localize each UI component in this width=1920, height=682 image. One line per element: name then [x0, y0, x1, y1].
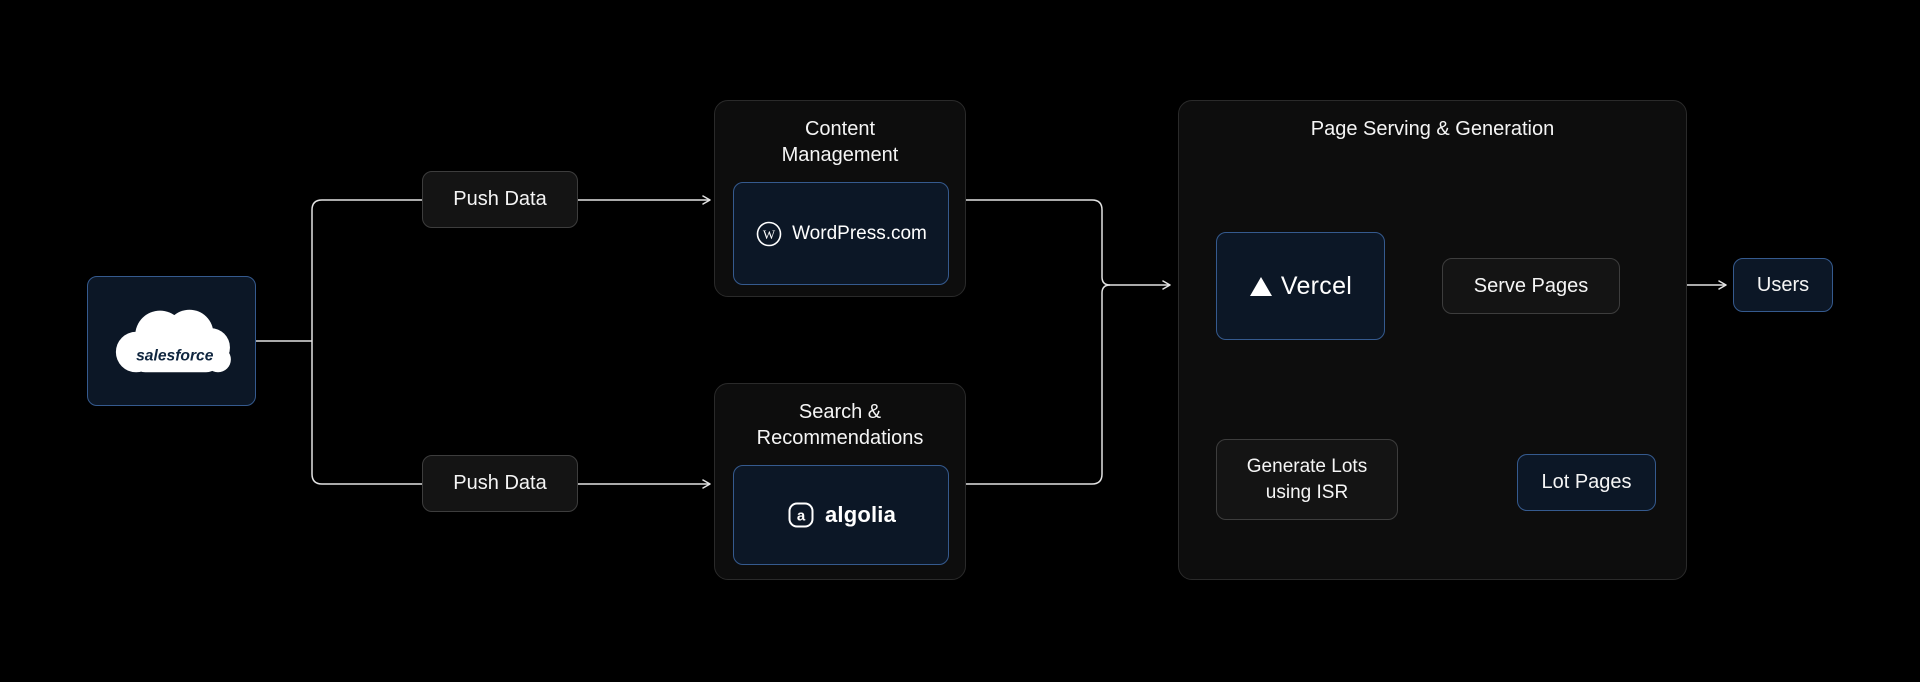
- edge-content-management-out: [966, 199, 1111, 286]
- push-data-bottom-label: Push Data: [453, 472, 547, 494]
- edge-search-out: [966, 284, 1111, 485]
- edge-salesforce-to-push-top: [311, 199, 422, 341]
- push-data-top-label: Push Data: [453, 188, 547, 210]
- wordpress-label: WordPress.com: [792, 222, 927, 244]
- lot-pages-node: Lot Pages: [1517, 454, 1656, 511]
- algolia-icon: a: [788, 502, 814, 528]
- search-recommendations-title: Search & Recommendations: [756, 401, 924, 449]
- users-label: Users: [1756, 273, 1810, 296]
- push-data-top-node: Push Data: [422, 171, 578, 228]
- algolia-node: a algolia: [733, 465, 949, 565]
- svg-text:W: W: [763, 227, 776, 242]
- page-serving-title: Page Serving & Generation: [1310, 118, 1555, 140]
- salesforce-cloud-icon: salesforce: [115, 309, 231, 373]
- page-serving-group: Page Serving & Generation Vercel Serve P…: [1178, 100, 1687, 580]
- lot-pages-label: Lot Pages: [1541, 471, 1632, 493]
- content-management-group: Content Management W WordPress.com: [714, 100, 966, 297]
- content-management-title: Content Management: [781, 118, 899, 166]
- serve-pages-node: Serve Pages: [1442, 258, 1620, 314]
- search-recommendations-group: Search & Recommendations a algolia: [714, 383, 966, 580]
- salesforce-node: salesforce: [87, 276, 256, 406]
- edge-salesforce-to-push-bottom: [311, 341, 422, 485]
- vercel-node: Vercel: [1216, 232, 1385, 340]
- serve-pages-label: Serve Pages: [1473, 274, 1589, 297]
- push-data-bottom-node: Push Data: [422, 455, 578, 512]
- generate-lots-label: Generate Lots using ISR: [1246, 455, 1368, 503]
- users-node: Users: [1733, 258, 1833, 312]
- wordpress-icon: W: [756, 221, 782, 246]
- vercel-label: Vercel: [1280, 271, 1353, 300]
- vercel-triangle-icon: [1249, 276, 1272, 296]
- svg-text:a: a: [797, 508, 806, 525]
- salesforce-wordmark: salesforce: [136, 347, 214, 364]
- algolia-label: algolia: [824, 502, 897, 527]
- generate-lots-node: Generate Lots using ISR: [1216, 439, 1398, 520]
- wordpress-node: W WordPress.com: [733, 182, 949, 285]
